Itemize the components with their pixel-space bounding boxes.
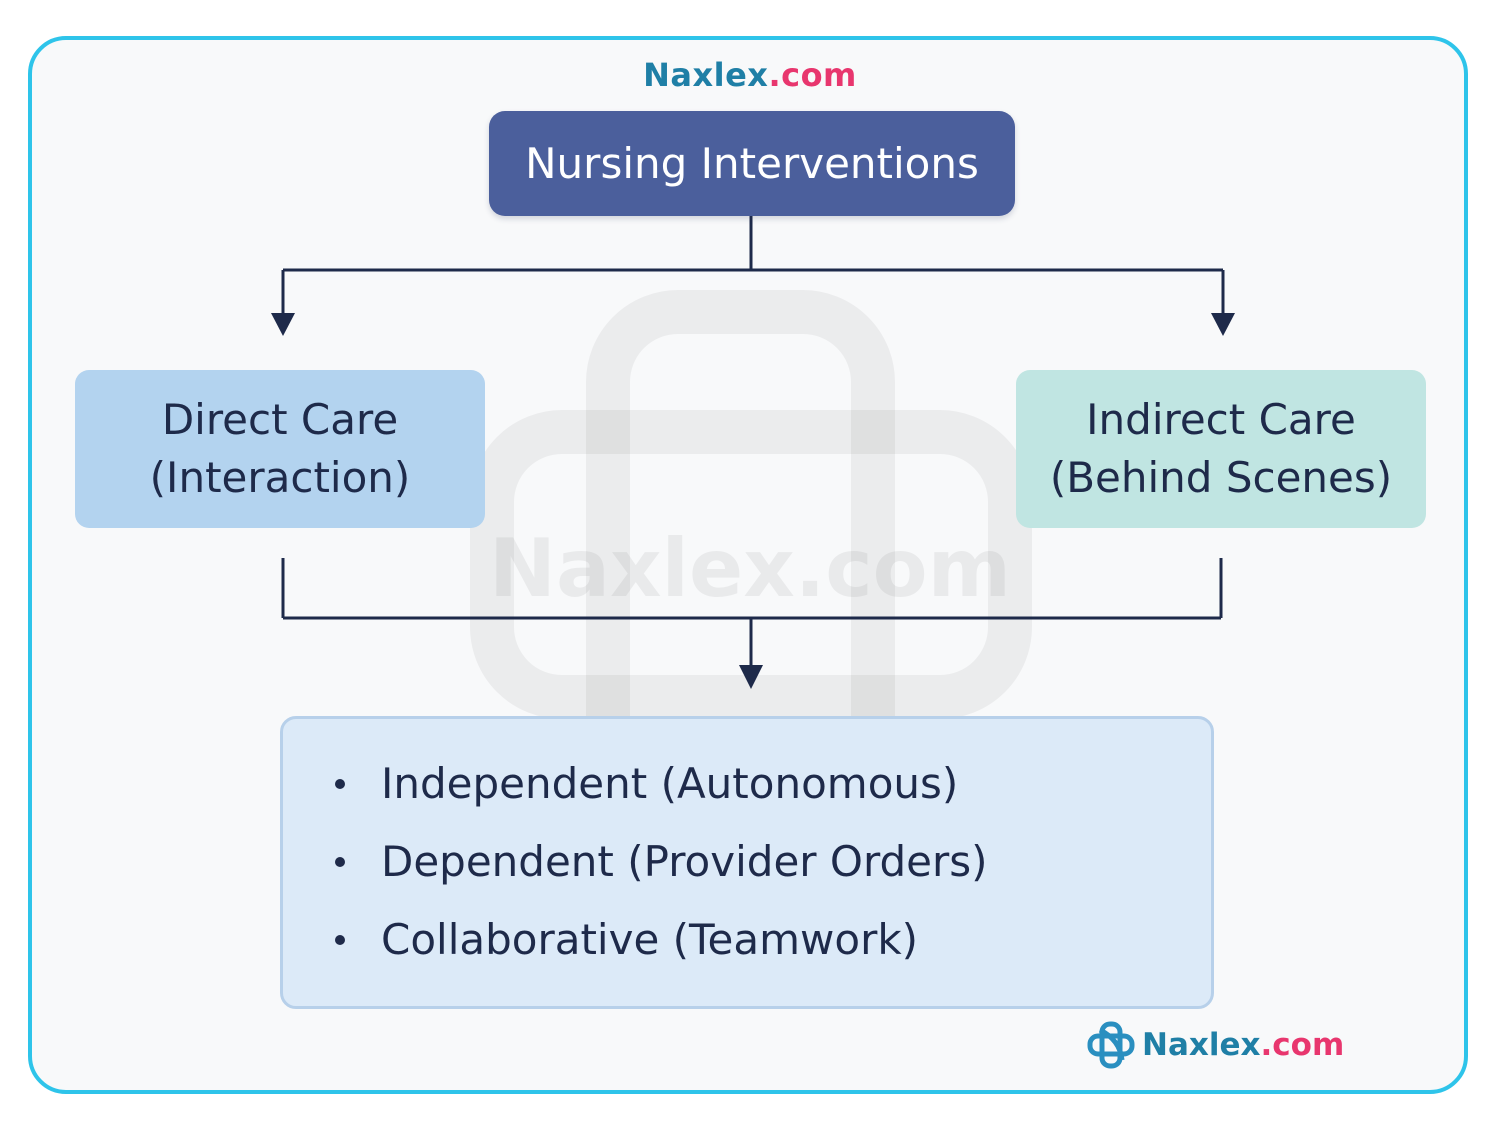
list-item: Collaborative (Teamwork): [335, 915, 918, 964]
intervention-type-collaborative: Collaborative (Teamwork): [381, 915, 919, 964]
arrowhead-direct: [271, 313, 295, 336]
node-intervention-types: Independent (Autonomous) Dependent (Prov…: [280, 716, 1214, 1009]
bullet-icon: [335, 934, 345, 945]
node-indirect-care-line2: (Behind Scenes): [1049, 453, 1393, 502]
bullet-icon: [335, 778, 345, 789]
node-direct-care-line2: (Interaction): [149, 453, 411, 502]
brand-tld: .com: [768, 56, 857, 94]
watermark-cross-horizontal: [470, 410, 1032, 719]
brand-name: Naxlex: [643, 56, 769, 94]
root-node-label: Nursing Interventions: [525, 139, 979, 188]
arrowhead-indirect: [1211, 313, 1235, 336]
brand-header: Naxlex.com: [0, 56, 1500, 94]
footer-brand-tld: .com: [1260, 1027, 1345, 1063]
footer-brand-name: Naxlex: [1142, 1027, 1261, 1063]
list-item: Independent (Autonomous): [335, 759, 958, 808]
brand-footer: Naxlex.com: [1086, 1020, 1344, 1070]
intervention-type-dependent: Dependent (Provider Orders): [381, 837, 988, 886]
list-item: Dependent (Provider Orders): [335, 837, 988, 886]
bullet-icon: [335, 856, 345, 867]
node-direct-care: Direct Care (Interaction): [75, 370, 485, 528]
intervention-type-independent: Independent (Autonomous): [381, 759, 959, 808]
node-indirect-care-line1: Indirect Care: [1086, 395, 1356, 444]
arrowhead-types: [739, 665, 763, 689]
naxlex-logo-icon: [1087, 1021, 1135, 1069]
node-direct-care-line1: Direct Care: [161, 395, 399, 444]
watermark-text: Naxlex.com: [489, 522, 1011, 615]
root-node-nursing-interventions: Nursing Interventions: [489, 111, 1015, 216]
node-indirect-care: Indirect Care (Behind Scenes): [1016, 370, 1426, 528]
